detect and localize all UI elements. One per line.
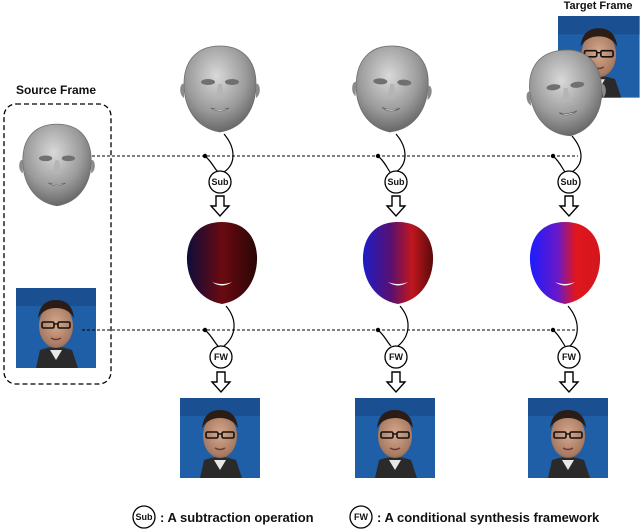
- legend-fw-text: : A conditional synthesis framework: [377, 510, 600, 525]
- arrow-down-icon-sub-1: [210, 195, 230, 217]
- source-frame-label: Source Frame: [16, 83, 96, 97]
- fw-node-1: FW: [209, 345, 233, 369]
- arrow-down-icon-fw-3: [559, 371, 579, 393]
- column-1-fw-connector: [202, 305, 235, 347]
- sub-node-2: Sub: [384, 170, 408, 194]
- mesh-face-icon-1: [179, 45, 261, 133]
- legend-sub: Sub : A subtraction operation: [132, 505, 314, 529]
- source-frame-box: [3, 103, 112, 385]
- fw-node-3-label: FW: [562, 352, 576, 362]
- fw-node-1-label: FW: [214, 352, 228, 362]
- legend-sub-symbol: Sub: [136, 512, 154, 522]
- output-photo-icon-1: [179, 397, 261, 479]
- source-mesh-face-icon: [18, 123, 96, 207]
- difference-map-icon-3: [529, 222, 601, 304]
- output-photo-icon-3: [527, 397, 609, 479]
- column-2-sub-connector: [375, 133, 406, 173]
- source-photo-icon: [15, 287, 97, 369]
- column-3-sub-connector: [550, 135, 582, 173]
- arrow-down-icon-fw-1: [211, 371, 231, 393]
- mesh-face-icon-2: [349, 43, 435, 135]
- sub-node-1: Sub: [208, 170, 232, 194]
- legend-fw: FW : A conditional synthesis framework: [349, 505, 600, 529]
- target-frame-label: Target Frame: [564, 0, 633, 12]
- arrow-down-icon-fw-2: [386, 371, 406, 393]
- output-photo-icon-2: [354, 397, 436, 479]
- arrow-down-icon-sub-3: [559, 195, 579, 217]
- difference-map-icon-1: [186, 222, 258, 304]
- arrow-down-icon-sub-2: [386, 195, 406, 217]
- sub-node-3: Sub: [557, 170, 581, 194]
- fw-node-2-label: FW: [389, 352, 403, 362]
- column-3-fw-connector: [550, 305, 578, 347]
- fw-node-2: FW: [384, 345, 408, 369]
- fw-node-3: FW: [557, 345, 581, 369]
- sub-node-3-label: Sub: [561, 177, 579, 187]
- sub-node-2-label: Sub: [388, 177, 406, 187]
- legend-fw-symbol: FW: [354, 512, 368, 522]
- difference-map-icon-2: [362, 222, 434, 304]
- legend-sub-text: : A subtraction operation: [160, 510, 314, 525]
- sub-node-1-label: Sub: [212, 177, 230, 187]
- column-2-fw-connector: [375, 305, 409, 347]
- column-1-sub-connector: [202, 133, 234, 173]
- legend: Sub : A subtraction operation FW : A con…: [132, 505, 600, 529]
